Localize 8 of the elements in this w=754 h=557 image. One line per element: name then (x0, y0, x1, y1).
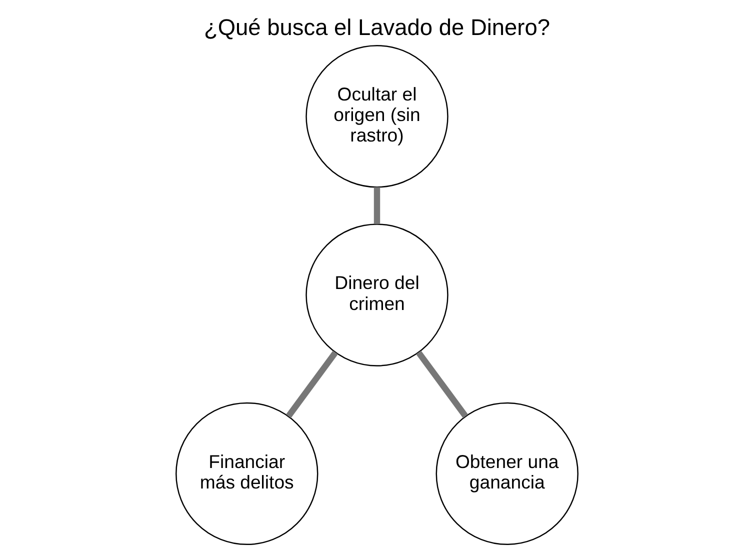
node-circle: Dinero del crimen (306, 224, 448, 366)
node-circle: Financiar más delitos (176, 402, 318, 546)
connector (416, 350, 468, 418)
node-circle: Obtener una ganancia (436, 402, 578, 546)
connector (374, 187, 380, 224)
node-circle: Ocultar el origen (sin rastro) (306, 45, 448, 188)
diagram-title: ¿Qué busca el Lavado de Dinero? (204, 14, 550, 40)
connector (286, 350, 338, 418)
